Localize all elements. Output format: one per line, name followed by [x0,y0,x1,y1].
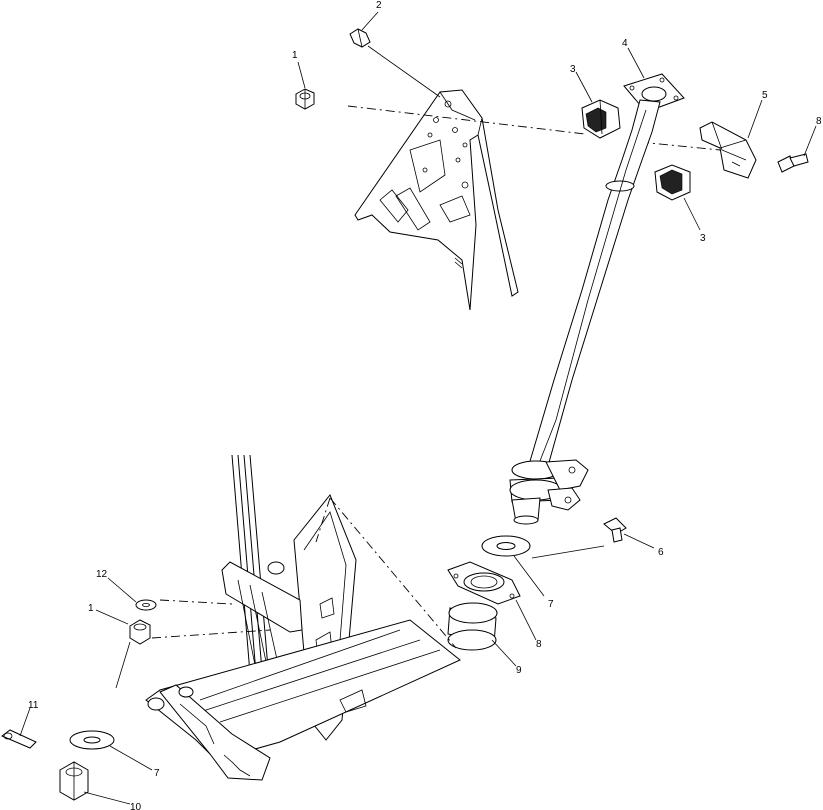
callout-8-upper: 8 [816,116,822,127]
callout-6: 6 [658,547,664,558]
callout-10: 10 [130,802,142,810]
callout-1-upper: 1 [292,50,298,61]
frame-lower [145,454,461,781]
bushing-lower [654,164,691,201]
washer-small [135,599,157,611]
callout-3-upper: 3 [570,64,576,75]
bolt-right [777,153,809,173]
callout-9: 9 [516,665,522,676]
callout-12: 12 [96,569,108,580]
cotter-pin [1,729,37,749]
steering-column [527,99,661,469]
bushing-upper [581,99,621,139]
callout-3-lower: 3 [700,233,706,244]
washer-middle [481,535,531,557]
clamp-bracket [699,121,757,179]
callout-11: 11 [28,700,39,711]
leader-lines [19,11,817,805]
callout-2: 2 [376,0,382,11]
bushing-cylinder [447,602,498,651]
callout-8-lower: 8 [536,639,542,650]
bearing-flange [447,561,521,605]
callout-7-middle: 7 [548,599,554,610]
rivet [603,517,627,543]
mounting-plate [354,89,519,311]
washer-lower [69,730,115,750]
nut-lower [129,619,151,645]
column-lower-end [509,459,589,525]
callout-1-lower: 1 [88,603,94,614]
nut-upper [295,88,315,110]
callout-4: 4 [622,38,628,49]
castle-nut [59,761,89,801]
callout-5: 5 [762,90,768,101]
bolt-top [349,28,371,48]
callout-7-lower: 7 [154,768,160,779]
callout-labels: 1 2 3 4 5 8 3 6 7 8 9 12 1 11 7 10 [28,0,822,810]
